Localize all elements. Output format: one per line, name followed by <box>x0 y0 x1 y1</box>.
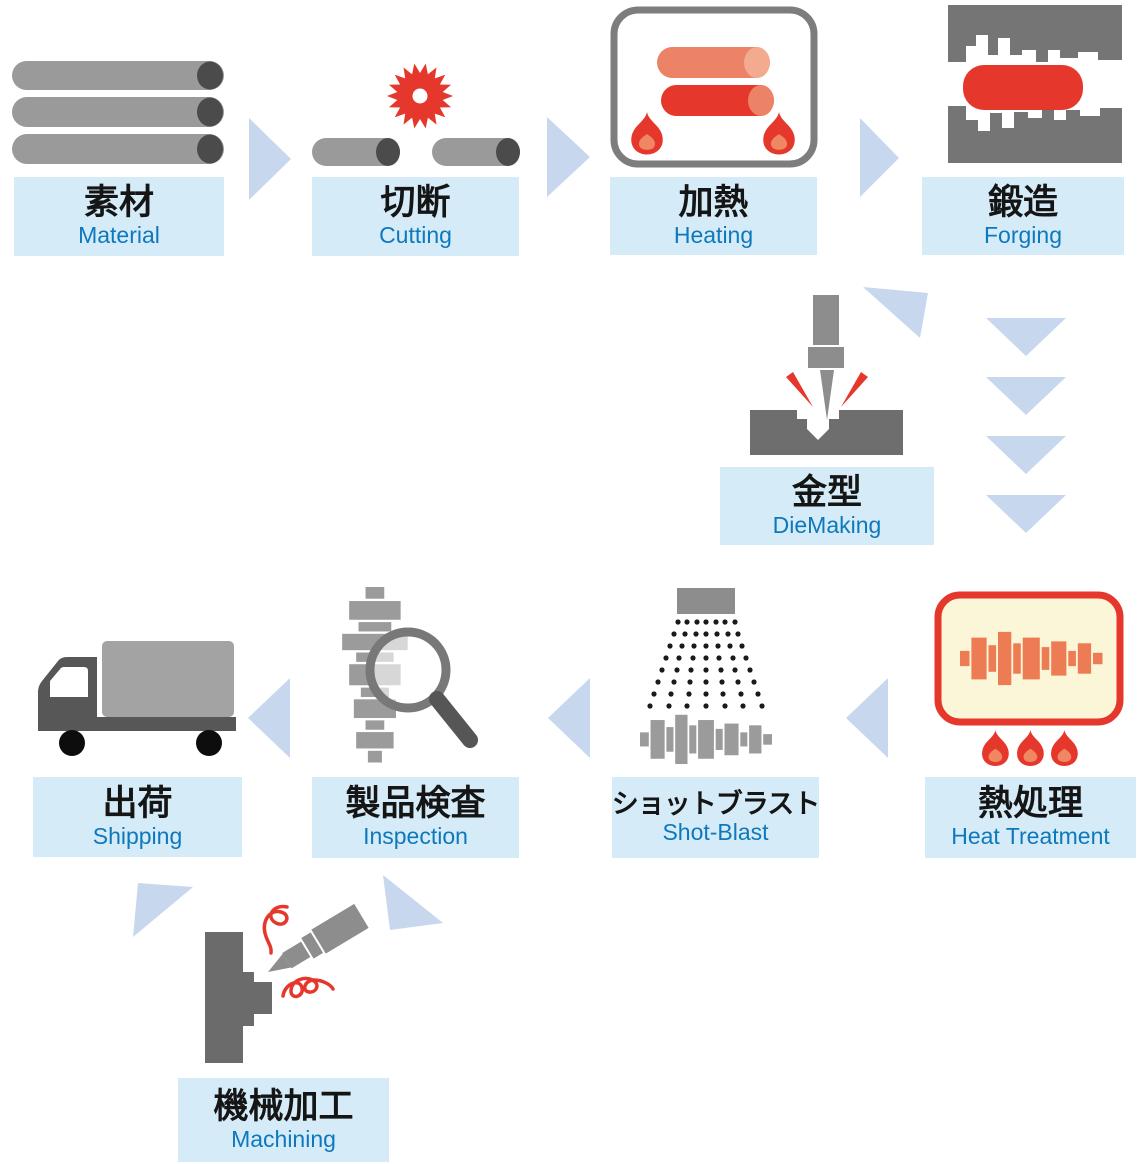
label-forging: 鍛造 Forging <box>922 177 1124 255</box>
arrow-machining-to-shipping <box>133 883 193 937</box>
step-title-jp: 製品検査 <box>345 784 486 824</box>
magnifier-lens <box>365 627 451 713</box>
arrow-cutting-to-heating <box>547 117 590 197</box>
step-title-jp: 金型 <box>791 472 862 512</box>
step-title-jp: 熱処理 <box>977 784 1083 824</box>
step-title-jp: 切断 <box>380 183 451 223</box>
shot-blast-icon <box>640 588 772 765</box>
die-milling-icon <box>750 295 903 455</box>
arrow-forging-to-heattreatment <box>986 318 1066 533</box>
step-title-jp: 素材 <box>83 183 154 223</box>
label-material: 素材 Material <box>14 177 224 256</box>
label-heat-treatment: 熱処理 Heat Treatment <box>925 777 1136 858</box>
label-inspection: 製品検査 Inspection <box>312 777 519 858</box>
steel-bars-icon <box>12 61 224 164</box>
blast-particles <box>647 619 765 709</box>
step-title-en: Forging <box>984 221 1062 248</box>
saw-blade-icon <box>312 63 520 166</box>
step-title-en: Heating <box>673 221 754 248</box>
arrow-diemaking-to-forging <box>863 287 928 338</box>
arrow-inspection-to-shipping <box>248 678 290 758</box>
step-title-jp: 鍛造 <box>987 182 1058 222</box>
arrow-heattreatment-to-shotblast <box>846 678 888 758</box>
label-shipping: 出荷 Shipping <box>33 777 242 857</box>
metal-chips <box>262 904 335 999</box>
label-machining: 機械加工 Machining <box>178 1078 389 1162</box>
step-title-en: Material <box>78 222 160 249</box>
step-title-en: Inspection <box>363 823 468 850</box>
label-heating: 加熱 Heating <box>610 177 817 255</box>
magnifier-crankshaft-icon <box>342 587 478 763</box>
label-shot-blast: ショットブラスト Shot-Blast <box>611 777 820 858</box>
arrow-inspection-to-machining <box>383 875 443 930</box>
arrow-material-to-cutting <box>249 118 291 200</box>
step-title-en: Machining <box>231 1125 336 1152</box>
step-title-en: DieMaking <box>772 511 882 538</box>
heat-treatment-icon <box>934 591 1124 766</box>
label-diemaking: 金型 DieMaking <box>720 467 934 545</box>
truck-icon <box>38 641 236 756</box>
arrow-heating-to-forging <box>860 118 899 197</box>
arrow-shotblast-to-inspection <box>548 678 590 758</box>
label-cutting: 切断 Cutting <box>312 177 519 256</box>
step-title-en: Cutting <box>379 222 452 249</box>
lathe-tool-icon <box>205 903 369 1063</box>
step-title-en: Shot-Blast <box>662 818 769 845</box>
step-title-jp: 出荷 <box>102 783 173 823</box>
magnifier-handle <box>429 691 478 748</box>
furnace-icon <box>610 6 818 168</box>
forging-dies-icon <box>948 5 1122 163</box>
step-title-jp: 加熱 <box>678 182 749 222</box>
step-title-en: Heat Treatment <box>951 823 1110 850</box>
step-title-jp: ショットブラスト <box>611 788 820 819</box>
step-title-en: Shipping <box>92 822 183 849</box>
step-title-jp: 機械加工 <box>213 1086 354 1126</box>
